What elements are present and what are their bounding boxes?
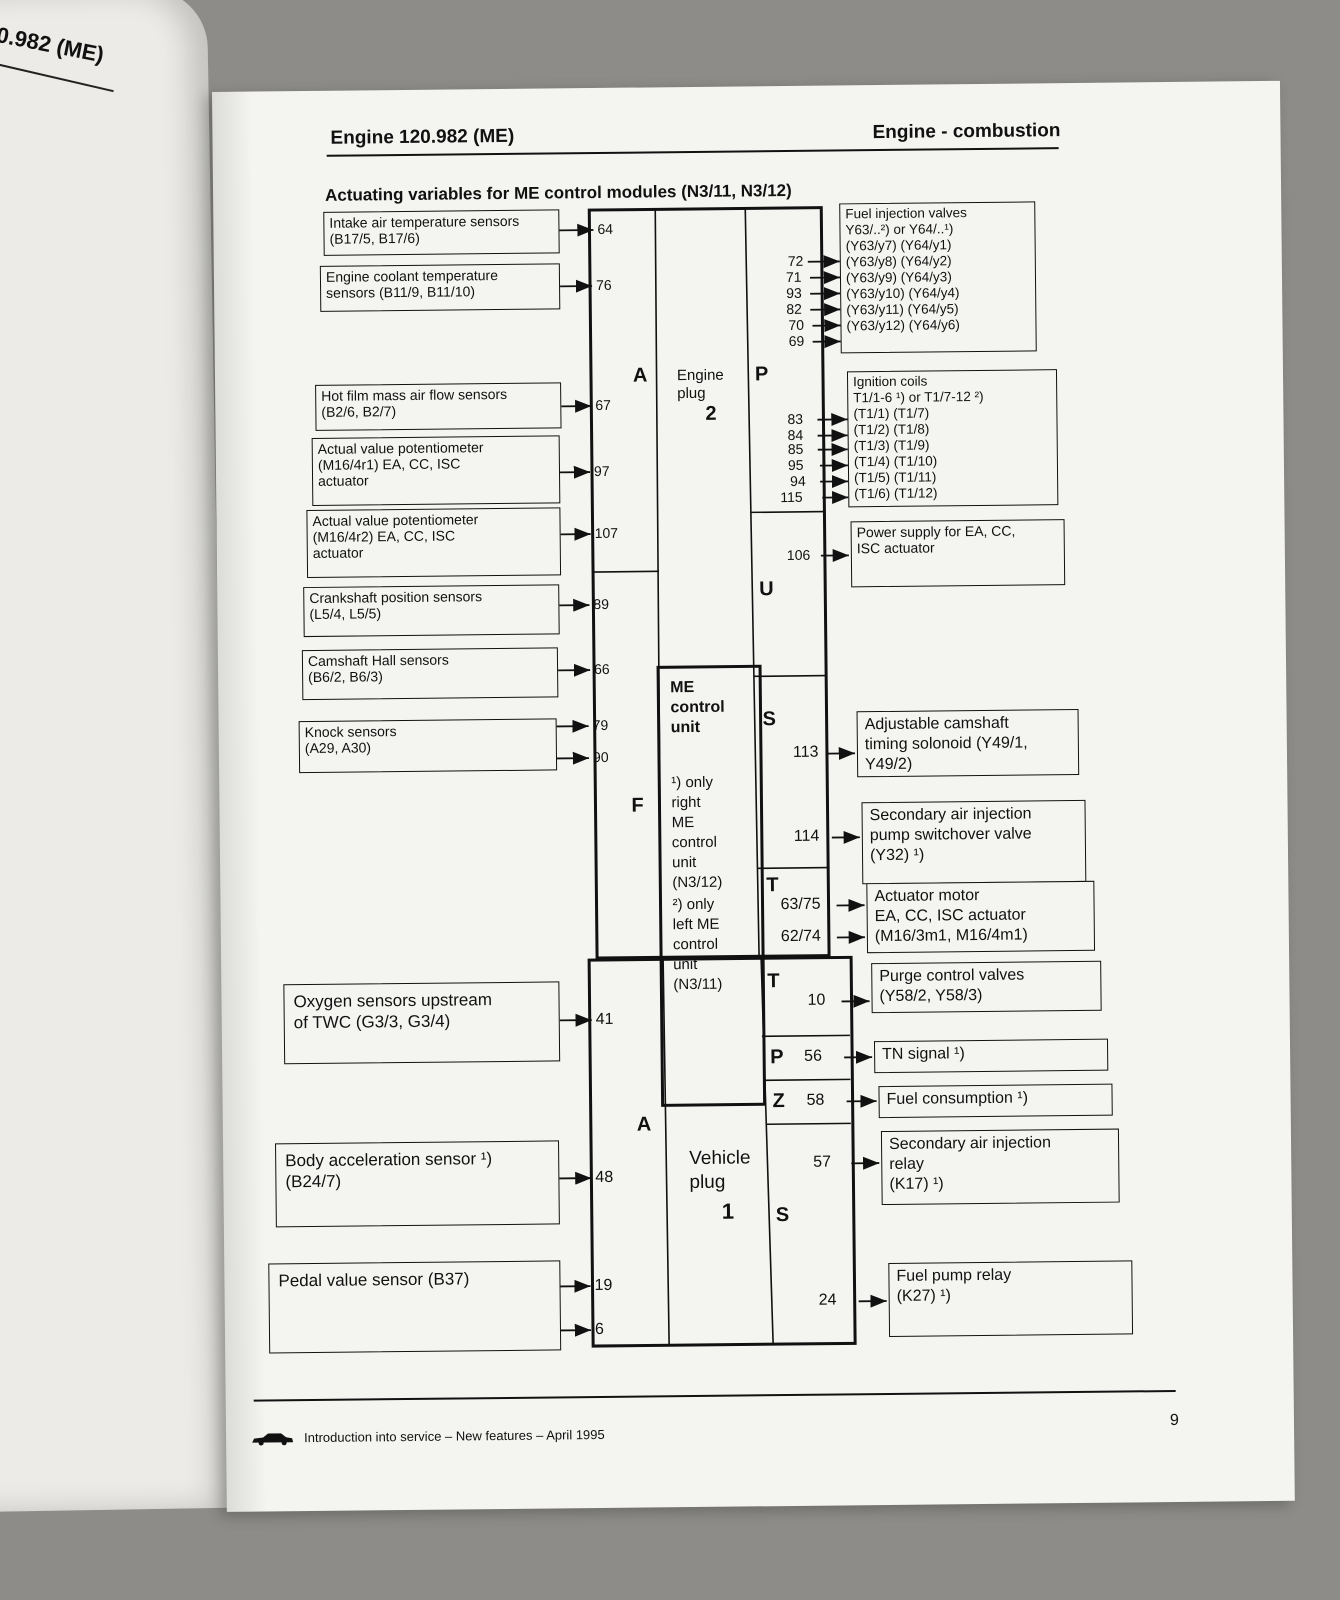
output-pin-number: 71 — [785, 268, 802, 285]
input-pin-number: 97 — [593, 462, 610, 480]
output-pin-number: 57 — [813, 1153, 832, 1171]
engine-plug-divider-right — [744, 208, 760, 957]
output-pin-number: 95 — [787, 456, 804, 473]
input-sensor-box: Intake air temperature sensors (B17/5, B… — [323, 209, 560, 256]
input-sensor-box: Actual value potentiometer (M16/4r1) EA,… — [311, 435, 561, 506]
engine-plug-divider-left — [654, 209, 662, 958]
connector-letter-p-low: P — [770, 1046, 784, 1069]
separator-u-s — [754, 674, 827, 678]
input-sensor-box: Pedal value sensor (B37) — [268, 1260, 562, 1354]
output-actuator-box: Actuator motor EA, CC, ISC actuator (M16… — [866, 880, 1096, 954]
block-outlines — [587, 206, 857, 1348]
output-actuator-box: TN signal ¹) — [873, 1038, 1109, 1074]
input-sensor-box: Oxygen sensors upstream of TWC (G3/3, G3… — [283, 981, 561, 1065]
vehicle-plug-label: Vehicle plug — [689, 1147, 751, 1194]
output-actuator-box: Fuel injection valves Y63/..²) or Y64/..… — [839, 201, 1037, 354]
input-pin-number: 6 — [594, 1320, 604, 1339]
output-pin-number: 83 — [787, 410, 804, 427]
control-unit-note-right: ¹) only right ME control unit (N3/12) — [671, 773, 723, 892]
output-pin-number: 106 — [786, 546, 811, 564]
connector-letter-a-low: A — [636, 1113, 652, 1136]
footer-text: Introduction into service – New features… — [304, 1426, 605, 1446]
output-pin-number: 63/75 — [780, 895, 821, 914]
input-sensor-box: Actual value potentiometer (M16/4r2) EA,… — [306, 507, 562, 579]
output-actuator-box: Fuel consumption ¹) — [878, 1083, 1113, 1119]
separator-z-s — [766, 1122, 851, 1126]
input-pin-number: 19 — [594, 1276, 613, 1295]
input-pin-number: 66 — [593, 660, 610, 678]
signal-arrows — [556, 223, 887, 1337]
input-sensor-box: Hot film mass air flow sensors (B2/6, B2… — [315, 382, 562, 431]
output-pin-number: 70 — [788, 316, 805, 333]
input-pin-number: 48 — [595, 1168, 614, 1187]
output-pin-number: 94 — [790, 472, 806, 489]
connector-letter-a-top: A — [632, 364, 648, 387]
previous-page-title: 20.982 (ME) — [0, 19, 107, 68]
output-pin-number: 114 — [793, 827, 820, 845]
engine-plug-number: 2 — [705, 402, 717, 425]
control-unit-title: ME control unit — [670, 678, 725, 737]
vehicle-plug-block — [587, 955, 857, 1348]
separator-s-t — [758, 866, 829, 870]
separator-t-p — [761, 1034, 850, 1038]
diagram-lines — [556, 206, 887, 1348]
input-sensor-box: Engine coolant temperature sensors (B11/… — [319, 263, 561, 312]
output-pin-number: 10 — [807, 991, 826, 1009]
output-pin-number: 93 — [786, 284, 802, 301]
connector-letter-p-top: P — [754, 363, 769, 386]
connector-letter-s-low: S — [775, 1204, 790, 1227]
output-actuator-box: Power supply for EA, CC, ISC actuator — [850, 519, 1066, 588]
output-pin-number: 58 — [806, 1091, 825, 1109]
vehicle-plug-number: 1 — [721, 1198, 735, 1224]
output-pin-number: 62/74 — [780, 927, 822, 946]
output-pin-number: 72 — [787, 252, 804, 269]
input-sensor-box: Body acceleration sensor ¹) (B24/7) — [275, 1140, 560, 1228]
input-pin-number: 90 — [592, 748, 609, 766]
connector-letter-t1: T — [766, 874, 779, 897]
output-pin-number: 56 — [804, 1047, 823, 1065]
footer-rule — [253, 1389, 1176, 1402]
input-pin-number: 41 — [595, 1010, 614, 1029]
output-actuator-box: Secondary air injection relay (K17) ¹) — [880, 1128, 1120, 1206]
vehicle-plug-divider-right — [760, 958, 774, 1345]
output-pin-number: 113 — [792, 743, 819, 761]
connector-letter-u: U — [759, 578, 774, 601]
input-pin-number: 64 — [597, 220, 614, 237]
separator-p-u — [750, 510, 825, 514]
output-pin-number: 24 — [818, 1291, 837, 1309]
engine-plug-label: Engine plug — [676, 366, 724, 403]
page-number: 9 — [1169, 1411, 1179, 1430]
output-pin-number: 115 — [780, 488, 803, 506]
output-actuator-box: Purge control valves (Y58/2, Y58/3) — [871, 960, 1102, 1014]
input-sensor-box: Camshaft Hall sensors (B6/2, B6/3) — [301, 647, 559, 701]
manual-page: Engine 120.982 (ME) Engine - combustion … — [212, 80, 1295, 1512]
output-actuator-box: Adjustable camshaft timing solonoid (Y49… — [856, 708, 1080, 778]
input-pin-number: 89 — [593, 595, 610, 613]
input-sensor-box: Knock sensors (A29, A30) — [298, 718, 558, 774]
control-unit-note-left: ²) only left ME control unit (N3/11) — [672, 895, 723, 994]
connector-letter-f: F — [631, 794, 644, 817]
connector-letter-s-mid: S — [762, 708, 777, 731]
input-sensor-box: Crankshaft position sensors (L5/4, L5/5) — [303, 584, 560, 638]
output-pin-number: 82 — [786, 300, 802, 317]
input-pin-number: 79 — [592, 716, 609, 734]
input-pin-number: 107 — [594, 524, 619, 542]
output-actuator-box: Fuel pump relay (K27) ¹) — [888, 1260, 1134, 1337]
connector-letter-t2: T — [767, 970, 780, 993]
output-actuator-box: Secondary air injection pump switchover … — [861, 799, 1087, 885]
previous-page: 20.982 (ME) — [0, 0, 234, 1513]
car-icon — [252, 1433, 294, 1446]
output-pin-number: 69 — [788, 332, 805, 349]
control-unit-block — [656, 664, 767, 1107]
output-actuator-box: Ignition coils T1/1-6 ¹) or T1/7-12 ²) (… — [846, 369, 1059, 508]
separator-a-f — [593, 570, 660, 573]
vehicle-plug-divider-left — [662, 959, 670, 1346]
input-pin-number: 76 — [595, 276, 612, 293]
connector-letter-z: Z — [772, 1090, 785, 1113]
separator-p-z — [764, 1078, 851, 1082]
input-pin-number: 67 — [595, 396, 611, 414]
output-pin-number: 85 — [787, 440, 804, 457]
engine-plug-block — [587, 206, 831, 960]
